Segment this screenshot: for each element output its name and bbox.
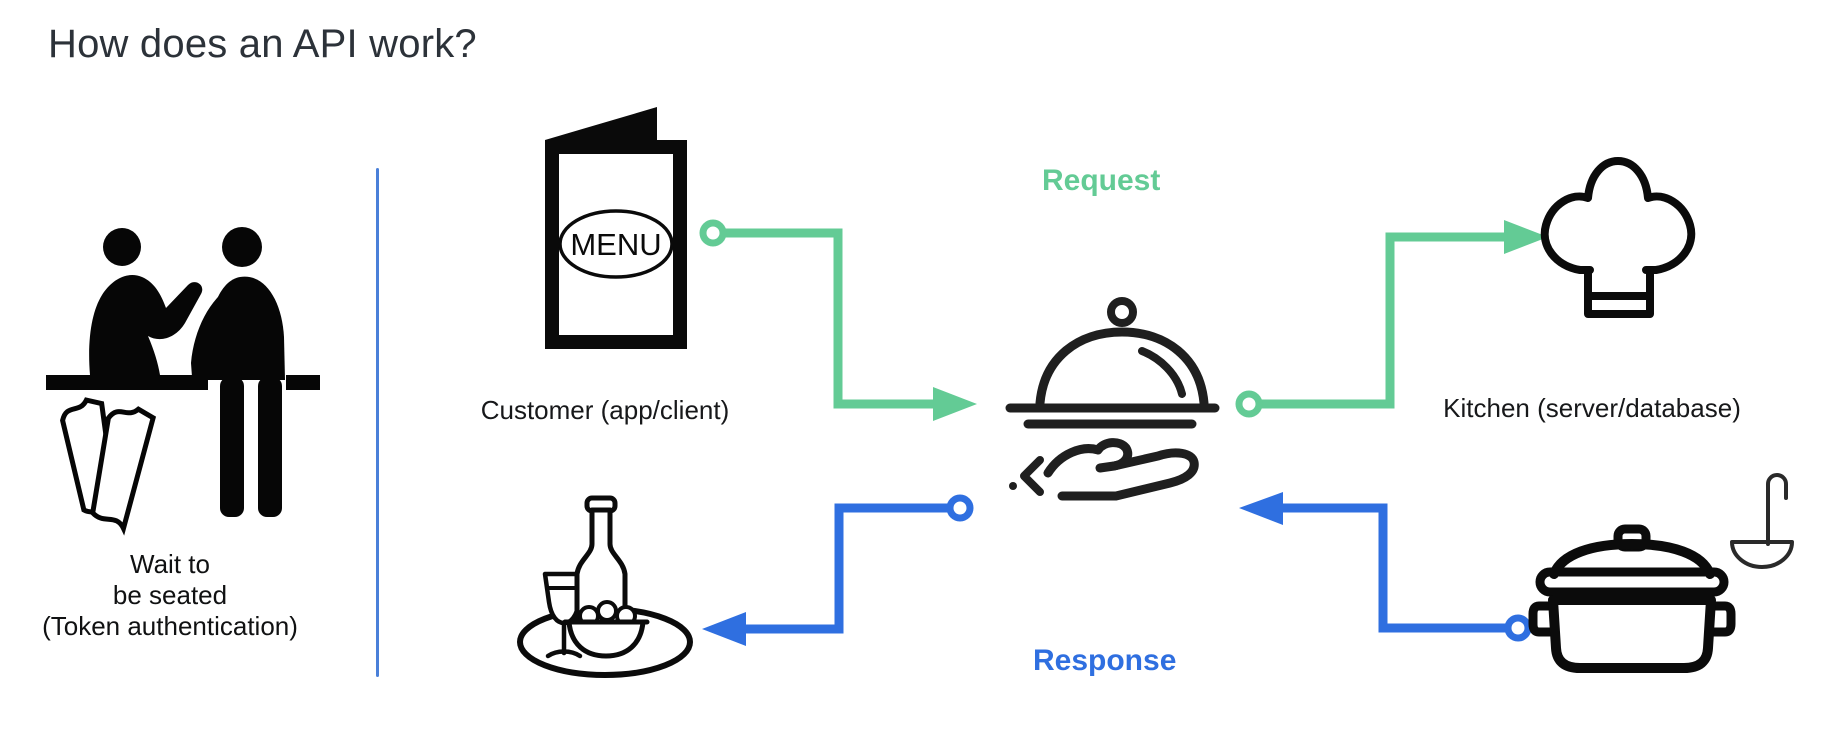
request-label: Request: [1042, 164, 1161, 197]
ticket-icon: [90, 406, 157, 536]
wine-and-plate-icon: [517, 495, 693, 678]
request-arrow-api-to-kitchen: [1235, 220, 1548, 418]
ladle-icon: [1730, 473, 1794, 569]
menu-text: MENU: [570, 227, 661, 262]
caption-line-2: be seated: [112, 580, 228, 610]
caption-line-3: (Token authentication): [42, 611, 298, 641]
reception-desk-icon: [46, 227, 320, 536]
pot-and-lid-icon: [1528, 524, 1736, 673]
caption-line-1: Wait to: [130, 549, 210, 579]
page-title: How does an API work?: [48, 22, 477, 66]
menu-icon: MENU: [545, 107, 687, 349]
response-arrow-kitchen-to-api: [1239, 492, 1532, 642]
kitchen-label: Kitchen (server/database): [1443, 393, 1741, 423]
token-auth-caption: Wait to be seated (Token authentication): [5, 549, 335, 642]
response-label: Response: [1033, 644, 1177, 677]
request-arrow-customer-to-api: [699, 219, 977, 421]
section-divider: [376, 168, 379, 677]
response-arrow-api-to-customer: [702, 494, 974, 646]
waiter-serving-tray-icon: [1005, 297, 1220, 501]
customer-label: Customer (app/client): [480, 395, 730, 425]
chef-hat-icon: [1540, 157, 1696, 318]
